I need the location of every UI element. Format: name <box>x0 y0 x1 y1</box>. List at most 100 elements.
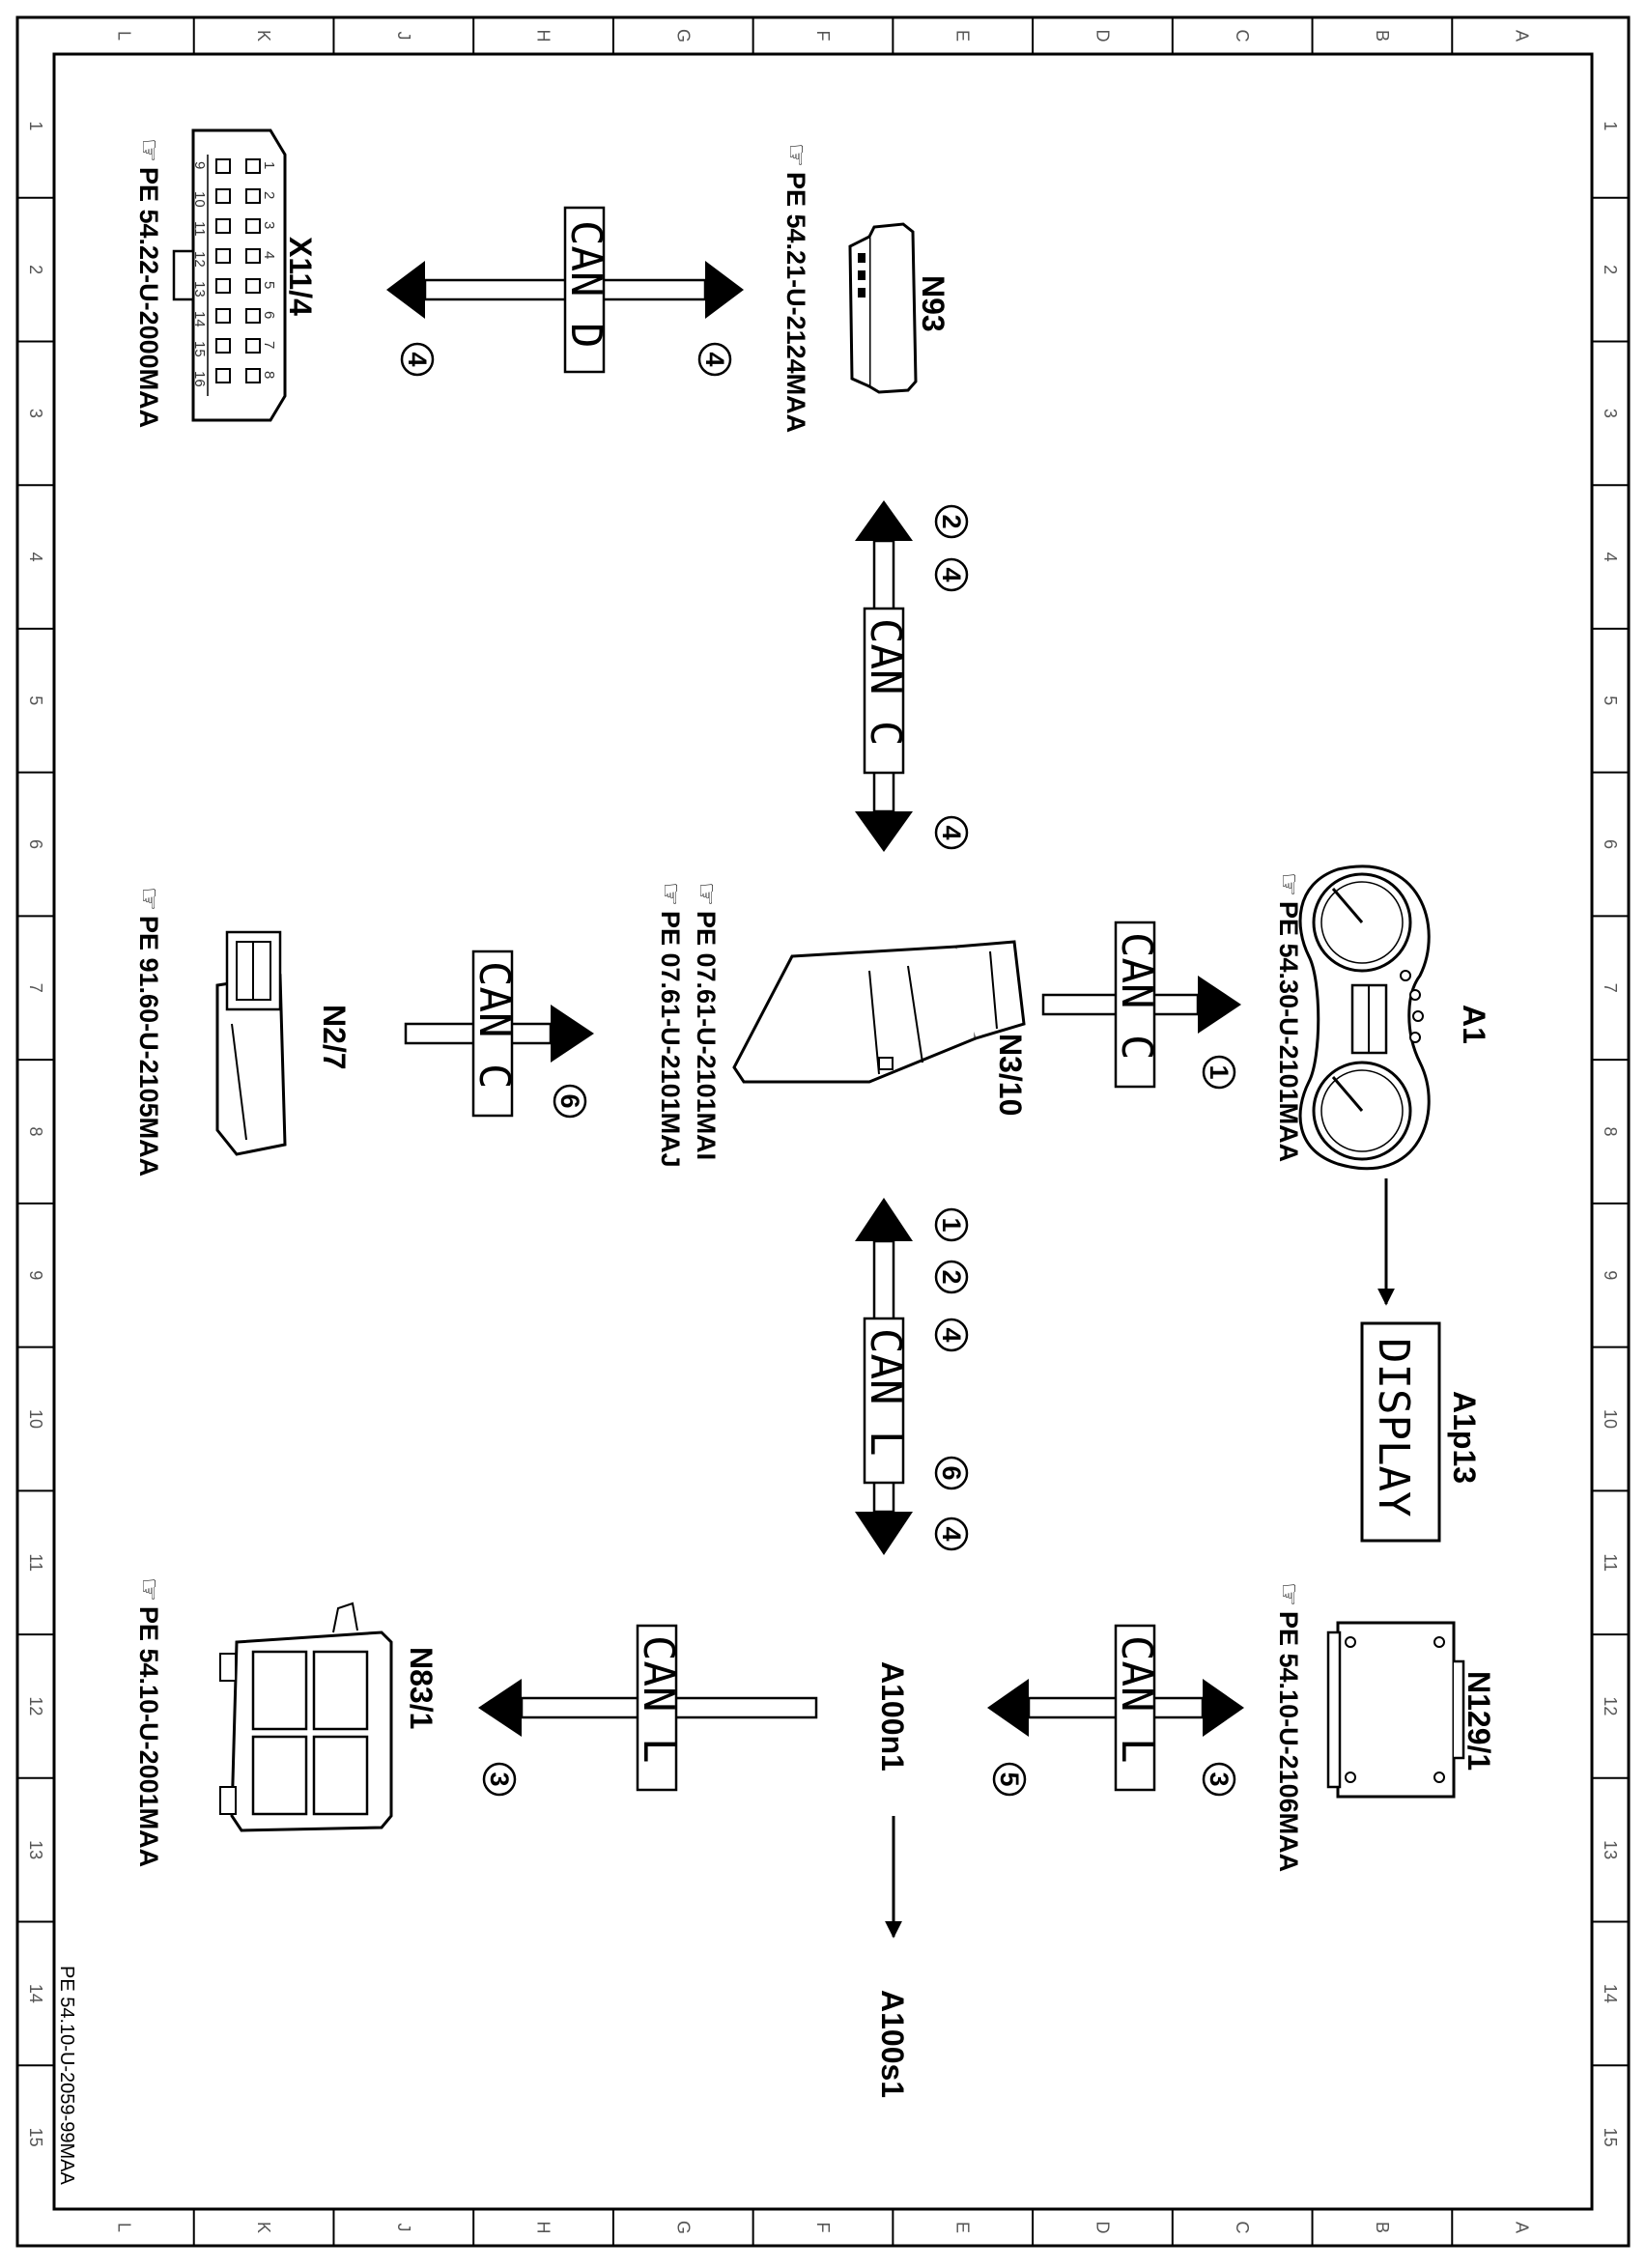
pin-number: 1 <box>261 161 277 169</box>
n83-1-name: N83/1 <box>404 1647 439 1729</box>
grid-number-13: 13 <box>1601 1840 1620 1859</box>
grid-letter-H: H <box>534 2222 553 2234</box>
n129-1-module <box>1326 1621 1465 1799</box>
grid-letter-L: L <box>114 2223 133 2232</box>
grid-number-11: 11 <box>1601 1553 1620 1572</box>
grid-letter-J: J <box>394 2224 413 2232</box>
n3-10-control-unit <box>732 940 1026 1084</box>
pin-number: 15 <box>191 341 208 357</box>
grid-number-6: 6 <box>1601 839 1620 849</box>
grid-number-5: 5 <box>26 695 45 705</box>
n3-10-reference-2: ☞ PE 07.61-U-2101MAJ <box>656 882 686 1168</box>
grid-number-12: 12 <box>26 1696 45 1715</box>
drawing-code: PE 54.10-U-2059-99MAA <box>56 1966 77 2185</box>
reference-hand-icon: ☞ <box>134 887 164 911</box>
can-c-a1-bus: CAN C <box>1041 921 1241 1089</box>
pin-number: 11 <box>191 221 208 237</box>
n129-1-reference: ☞ PE 54.10-U-2106MAA <box>1274 1582 1304 1872</box>
connector-pin <box>245 218 261 234</box>
grid-number-9: 9 <box>1601 1270 1620 1280</box>
grid-number-8: 8 <box>26 1126 45 1136</box>
callout-2-can-c-upper: 2 <box>934 504 969 539</box>
connector-pin <box>245 248 261 264</box>
callout-3-n83: 3 <box>482 1762 517 1797</box>
can-c-a1-label: CAN C <box>1112 932 1161 1060</box>
grid-number-8: 8 <box>1601 1126 1620 1136</box>
can-l-n129-bus: CAN L <box>987 1624 1244 1792</box>
connector-pin <box>215 158 231 174</box>
svg-text:2: 2 <box>937 514 966 528</box>
svg-text:4: 4 <box>403 352 432 366</box>
connector-pin <box>215 248 231 264</box>
grid-number-4: 4 <box>26 553 45 562</box>
x11-4-reference: ☞ PE 54.22-U-2000MAA <box>134 138 164 428</box>
connector-pin <box>245 158 261 174</box>
can-d-bus: CAN D <box>386 206 744 374</box>
grid-letter-K: K <box>254 30 273 42</box>
sheet-frame <box>15 15 1631 2248</box>
reference-hand-icon: ☞ <box>781 143 811 167</box>
callout-4-can-c-upper: 4 <box>934 557 969 592</box>
grid-letter-L: L <box>114 31 133 41</box>
can-l-n83-bus: CAN L <box>478 1624 818 1792</box>
pin-number: 2 <box>261 191 277 199</box>
a1-ref-text: PE 54.30-U-2101MAA <box>1274 901 1303 1162</box>
grid-letter-K: K <box>254 2222 273 2233</box>
n2-7-reference: ☞ PE 91.60-U-2105MAA <box>134 887 164 1177</box>
grid-letter-F: F <box>813 2223 833 2233</box>
n129-1-ref-text: PE 54.10-U-2106MAA <box>1274 1611 1303 1872</box>
grid-letter-H: H <box>534 30 553 43</box>
grid-letter-D: D <box>1093 30 1112 43</box>
grid-ticks <box>17 17 1629 2246</box>
svg-text:4: 4 <box>937 1327 966 1342</box>
grid-number-1: 1 <box>26 121 45 130</box>
svg-text:5: 5 <box>995 1772 1024 1786</box>
grid-letter-G: G <box>673 2221 693 2234</box>
grid-number-11: 11 <box>26 1553 45 1572</box>
svg-text:3: 3 <box>485 1772 514 1786</box>
can-l-n129-label: CAN L <box>1112 1635 1161 1763</box>
grid-number-13: 13 <box>26 1840 45 1859</box>
pin-number: 9 <box>191 161 208 169</box>
callout-3-n129: 3 <box>1202 1762 1236 1797</box>
connector-pin <box>245 278 261 294</box>
pin-number: 8 <box>261 371 277 379</box>
pin-number: 5 <box>261 281 277 289</box>
can-c-upper-label: CAN C <box>861 618 910 746</box>
svg-text:4: 4 <box>937 825 966 839</box>
grid-number-15: 15 <box>1601 2128 1620 2147</box>
grid-number-10: 10 <box>26 1409 45 1429</box>
grid-number-1: 1 <box>1601 121 1620 130</box>
n93-ref-text: PE 54.21-U-2124MAA <box>781 172 810 433</box>
grid-number-2: 2 <box>26 265 45 274</box>
n3-10-reference-1: ☞ PE 07.61-U-2101MAI <box>692 882 722 1160</box>
n129-1-name: N129/1 <box>1462 1671 1496 1771</box>
reference-hand-icon: ☞ <box>1274 1582 1304 1606</box>
grid-letter-G: G <box>673 29 693 43</box>
can-l-center-bus: CAN L <box>855 1198 913 1555</box>
grid-letter-E: E <box>953 30 973 42</box>
grid-number-7: 7 <box>1601 983 1620 993</box>
grid-letter-B: B <box>1373 2222 1392 2233</box>
pin-number: 3 <box>261 221 277 229</box>
pin-number: 6 <box>261 311 277 319</box>
grid-number-14: 14 <box>1601 1984 1620 2003</box>
svg-text:1: 1 <box>937 1217 966 1232</box>
a1-reference: ☞ PE 54.30-U-2101MAA <box>1274 872 1304 1162</box>
reference-hand-icon: ☞ <box>656 882 686 906</box>
connector-pin <box>215 368 231 383</box>
n83-1-reference: ☞ PE 54.10-U-2001MAA <box>134 1577 164 1867</box>
pin-number: 10 <box>191 191 208 208</box>
a1-instrument-cluster <box>1298 865 1431 1171</box>
x11-4-name: X11/4 <box>283 237 318 316</box>
callout-4-x11: 4 <box>400 342 435 377</box>
callout-4-n93: 4 <box>697 342 732 377</box>
connector-pin <box>215 278 231 294</box>
svg-text:2: 2 <box>937 1269 966 1284</box>
grid-number-7: 7 <box>26 983 45 993</box>
connector-pin <box>215 188 231 204</box>
